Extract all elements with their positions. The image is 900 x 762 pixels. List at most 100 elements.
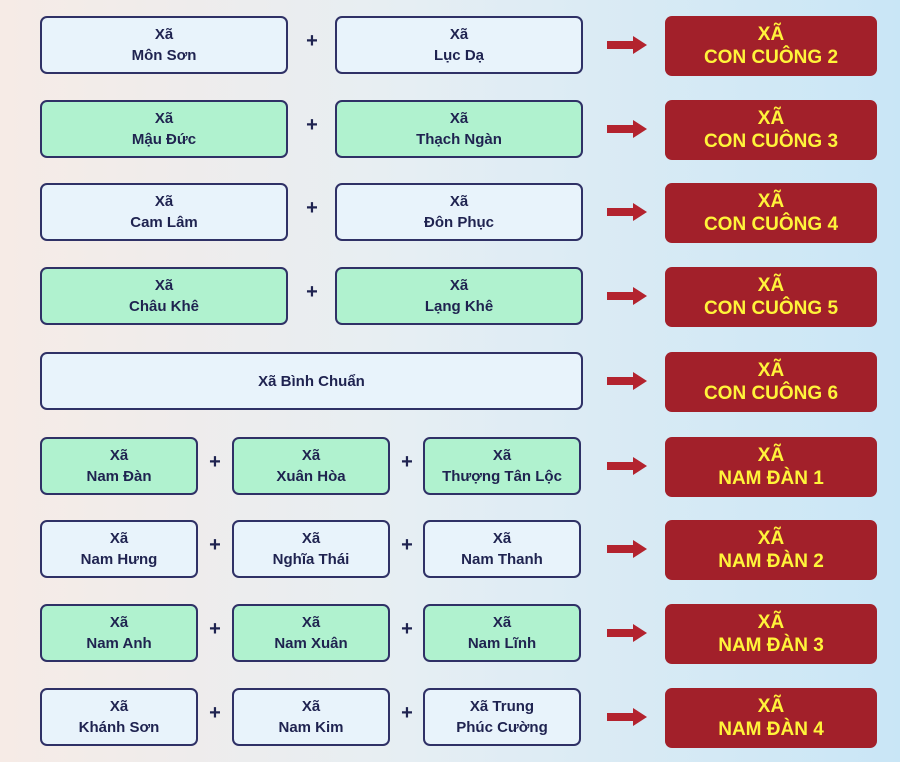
result-name: NAM ĐÀN 3 [718,635,824,656]
arrow-right-icon [607,708,647,726]
source-commune-box: Xã Cam Lâm [40,183,288,241]
plus-sign: + [306,281,318,303]
result-name: CON CUÔNG 3 [703,131,839,152]
source-commune-box: Xã Nghĩa Thái [232,520,390,578]
source-commune-name: Khánh Sơn [78,719,160,736]
source-commune-name: Phúc Cường [456,719,548,736]
source-commune-prefix: Xã [154,26,174,43]
source-commune-box: Xã Bình Chuẩn [40,352,583,410]
source-commune-prefix: Xã [301,530,321,547]
source-commune-box: Xã Nam Anh [40,604,198,662]
plus-sign: + [209,702,221,724]
result-commune-box: XÃ CON CUÔNG 5 [665,267,877,327]
plus-sign: + [306,30,318,52]
merge-row: Xã Châu Khê + Xã Lạng Khê XÃ CON CUÔNG 5 [0,267,900,329]
source-commune-prefix: Xã [109,447,129,464]
source-commune-name: Cam Lâm [130,214,198,231]
merge-row: Xã Nam Anh + Xã Nam Xuân + Xã Nam Lĩnh X… [0,604,900,666]
source-commune-name: Nam Thanh [461,551,543,568]
source-commune-name: Châu Khê [128,298,199,315]
source-commune-name: Mậu Đức [131,131,197,148]
plus-sign: + [401,702,413,724]
plus-sign: + [401,534,413,556]
source-commune-box: Xã Châu Khê [40,267,288,325]
plus-sign: + [209,618,221,640]
source-commune-prefix: Xã [154,110,174,127]
result-name: CON CUÔNG 6 [703,383,839,404]
source-commune-prefix: Xã Trung [469,698,535,715]
source-commune-box: Xã Đôn Phục [335,183,583,241]
source-commune-box: Xã Thượng Tân Lộc [423,437,581,495]
result-prefix: XÃ [757,24,785,45]
result-commune-box: XÃ NAM ĐÀN 2 [665,520,877,580]
arrow-right-icon [607,36,647,54]
result-commune-box: XÃ NAM ĐÀN 4 [665,688,877,748]
arrow-right-icon [607,457,647,475]
result-prefix: XÃ [757,275,785,296]
source-commune-name: Môn Sơn [131,47,197,64]
source-commune-name: Lục Dạ [433,47,484,64]
plus-sign: + [209,534,221,556]
source-commune-name: Lạng Khê [424,298,494,315]
arrow-right-icon [607,624,647,642]
source-commune-prefix: Xã [154,277,174,294]
merge-row: Xã Mậu Đức + Xã Thạch Ngàn XÃ CON CUÔNG … [0,100,900,162]
result-name: CON CUÔNG 4 [703,214,839,235]
source-commune-prefix: Xã [154,193,174,210]
source-commune-box: Xã Nam Đàn [40,437,198,495]
source-commune-box: Xã Nam Lĩnh [423,604,581,662]
source-commune-prefix: Xã [492,447,512,464]
plus-sign: + [401,618,413,640]
source-commune-box: Xã Trung Phúc Cường [423,688,581,746]
source-commune-box: Xã Nam Xuân [232,604,390,662]
source-commune-box: Xã Môn Sơn [40,16,288,74]
source-commune-name: Nam Anh [86,635,152,652]
source-commune-name: Nam Kim [278,719,344,736]
source-commune-box: Xã Xuân Hòa [232,437,390,495]
source-commune-prefix: Xã [109,614,129,631]
source-commune-prefix: Xã [301,447,321,464]
source-commune-prefix: Xã [449,110,469,127]
source-commune-name: Nam Xuân [274,635,348,652]
arrow-right-icon [607,540,647,558]
result-prefix: XÃ [757,108,785,129]
merge-row: Xã Môn Sơn + Xã Lục Dạ XÃ CON CUÔNG 2 [0,16,900,78]
result-commune-box: XÃ CON CUÔNG 2 [665,16,877,76]
result-commune-box: XÃ CON CUÔNG 6 [665,352,877,412]
arrow-right-icon [607,372,647,390]
source-commune-box: Xã Lục Dạ [335,16,583,74]
merge-row: Xã Bình Chuẩn XÃ CON CUÔNG 6 [0,352,900,414]
source-commune-name: Nam Lĩnh [467,635,537,652]
source-commune-name: Xã Bình Chuẩn [258,372,365,390]
source-commune-box: Xã Nam Kim [232,688,390,746]
result-name: CON CUÔNG 5 [703,298,839,319]
result-commune-box: XÃ NAM ĐÀN 1 [665,437,877,497]
source-commune-name: Nam Đàn [86,468,152,485]
source-commune-prefix: Xã [449,26,469,43]
source-commune-box: Xã Nam Hưng [40,520,198,578]
source-commune-name: Thạch Ngàn [416,131,502,148]
source-commune-prefix: Xã [109,698,129,715]
source-commune-box: Xã Lạng Khê [335,267,583,325]
source-commune-name: Nam Hưng [80,551,158,568]
source-commune-box: Xã Thạch Ngàn [335,100,583,158]
source-commune-prefix: Xã [492,614,512,631]
result-prefix: XÃ [757,445,785,466]
source-commune-prefix: Xã [301,614,321,631]
plus-sign: + [209,451,221,473]
result-commune-box: XÃ NAM ĐÀN 3 [665,604,877,664]
result-prefix: XÃ [757,360,785,381]
plus-sign: + [401,451,413,473]
result-prefix: XÃ [757,696,785,717]
source-commune-box: Xã Mậu Đức [40,100,288,158]
source-commune-prefix: Xã [449,193,469,210]
plus-sign: + [306,114,318,136]
merge-row: Xã Nam Hưng + Xã Nghĩa Thái + Xã Nam Tha… [0,520,900,582]
source-commune-prefix: Xã [449,277,469,294]
result-commune-box: XÃ CON CUÔNG 3 [665,100,877,160]
result-prefix: XÃ [757,528,785,549]
result-name: NAM ĐÀN 2 [718,551,824,572]
source-commune-box: Xã Nam Thanh [423,520,581,578]
arrow-right-icon [607,203,647,221]
result-name: NAM ĐÀN 4 [718,719,824,740]
